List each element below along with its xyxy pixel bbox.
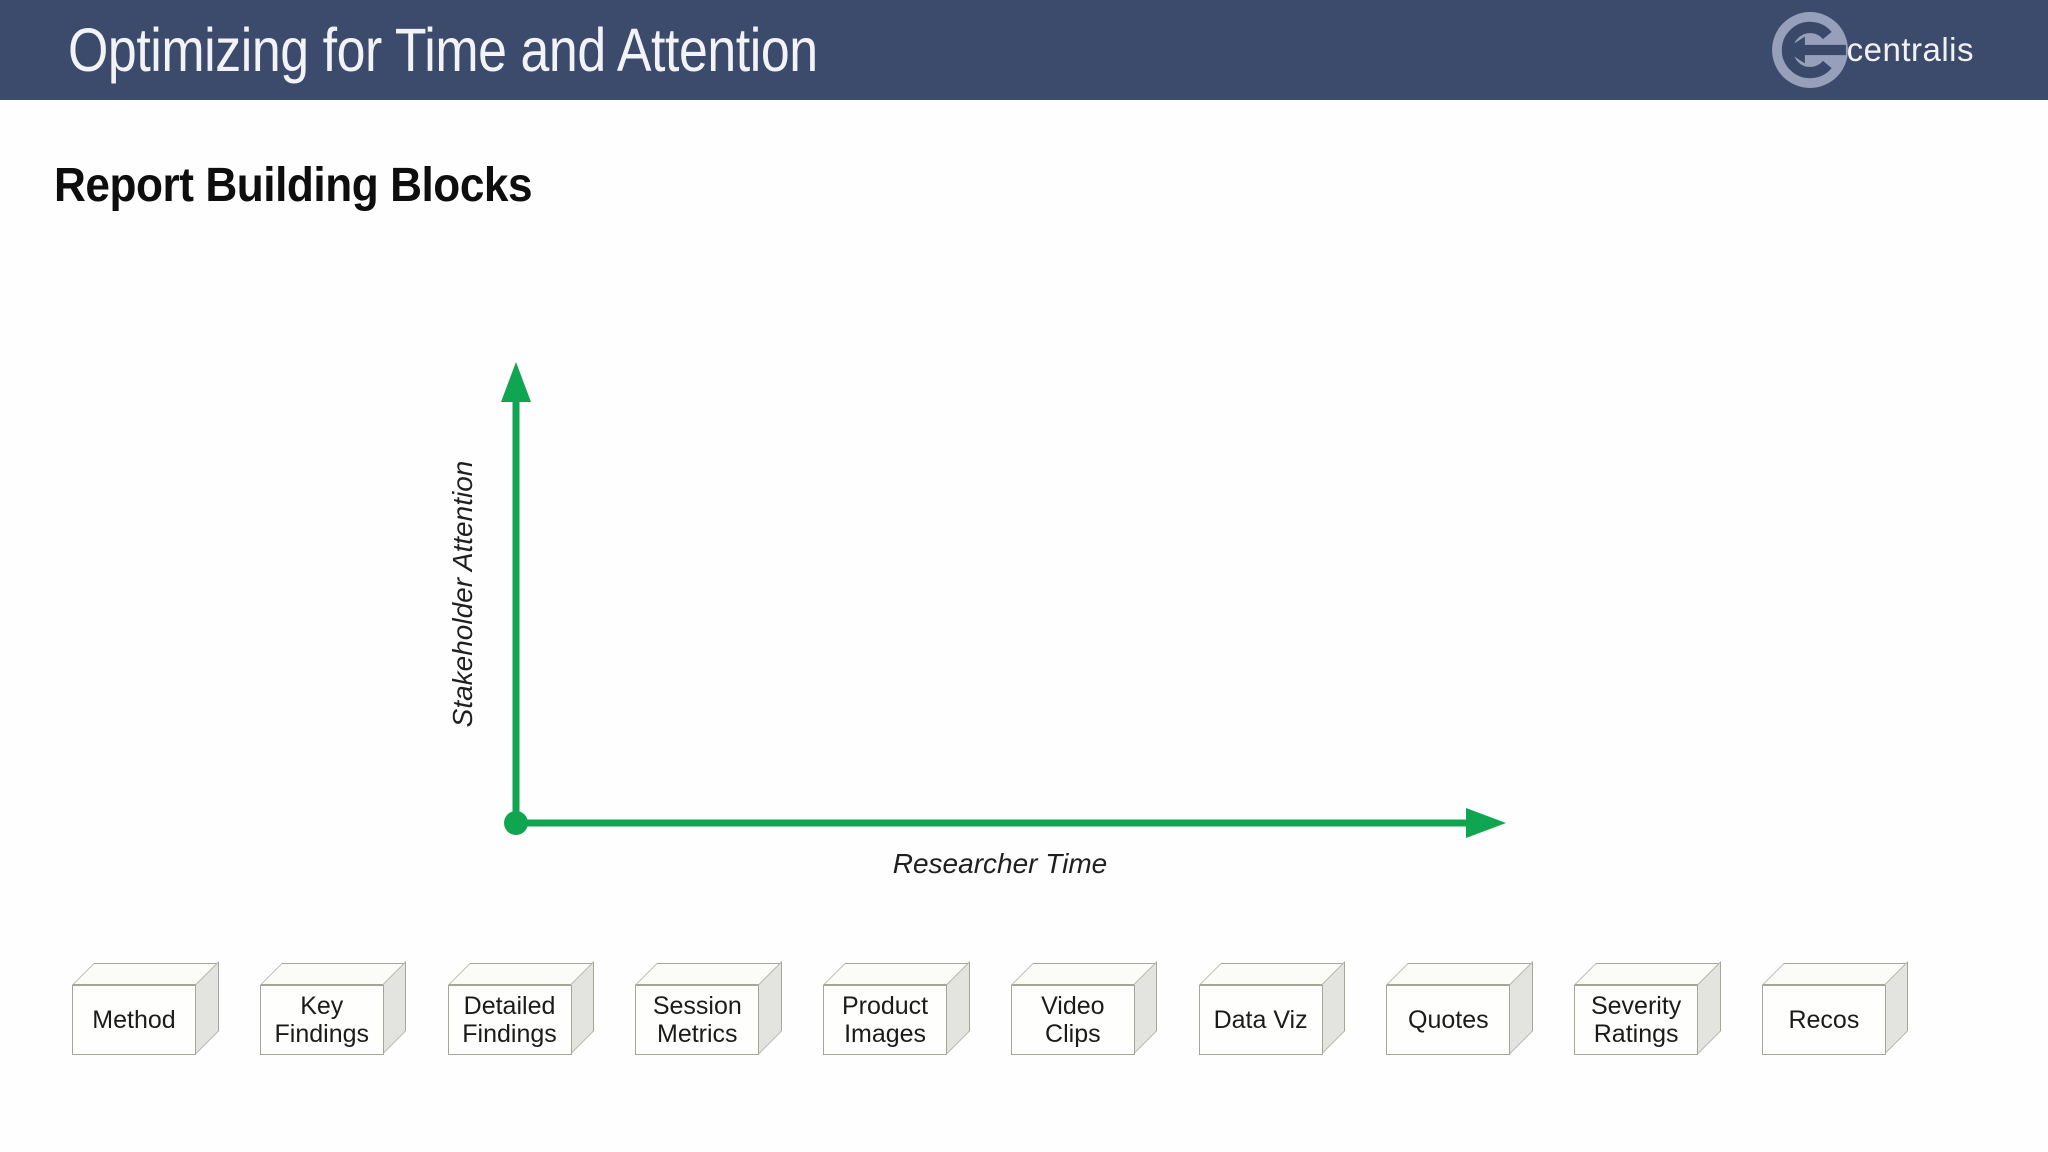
building-blocks-row: Method Key Findings Detailed Findings Se… — [72, 961, 1910, 1055]
block-front-face — [823, 985, 948, 1055]
block-label: Product Images — [841, 991, 929, 1049]
block-front-face — [447, 985, 572, 1055]
slide-title: Optimizing for Time and Attention — [68, 16, 818, 84]
slide-header: Optimizing for Time and Attention centra… — [0, 0, 2048, 100]
block-label: Data Viz — [1213, 1005, 1308, 1034]
block-key-findings: Key Findings — [259, 961, 408, 1055]
origin-point — [504, 811, 528, 835]
page-title: Report Building Blocks — [54, 159, 533, 212]
y-axis-label: Stakeholder Attention — [447, 460, 478, 728]
block-front-face — [1574, 985, 1699, 1055]
x-axis-arrowhead — [1466, 808, 1506, 838]
y-axis-arrowhead — [501, 362, 531, 402]
block-quotes: Quotes — [1386, 961, 1534, 1055]
block-label: Key Findings — [274, 991, 370, 1049]
block-video-clips: Video Clips — [1010, 961, 1159, 1055]
block-front-face — [1010, 985, 1135, 1055]
block-top-face — [72, 963, 218, 985]
block-severity-ratings: Severity Ratings — [1574, 961, 1722, 1055]
block-label: Session Metrics — [652, 991, 742, 1049]
block-detailed-findings: Detailed Findings — [447, 961, 596, 1055]
block-method: Method — [72, 961, 220, 1055]
block-label: Severity Ratings — [1590, 991, 1682, 1049]
block-label: Quotes — [1408, 1005, 1489, 1034]
block-front-face — [1198, 985, 1323, 1055]
block-front-face — [72, 985, 196, 1055]
block-product-images: Product Images — [823, 961, 971, 1055]
centralis-logo-icon — [1771, 12, 1848, 88]
block-label: Video Clips — [1041, 991, 1105, 1049]
block-recos: Recos — [1761, 961, 1910, 1055]
block-top-face — [823, 963, 970, 985]
x-axis-label: Researcher Time — [892, 848, 1108, 879]
block-label: Method — [92, 1005, 176, 1034]
block-front-face — [1761, 985, 1886, 1055]
block-front-face — [1386, 985, 1511, 1055]
block-front-face — [635, 985, 760, 1055]
block-front-face — [259, 985, 384, 1055]
brand-name: centralis — [1846, 31, 1974, 68]
block-data-viz: Data Viz — [1198, 961, 1347, 1055]
block-label: Recos — [1788, 1005, 1860, 1034]
brand: centralis — [1770, 10, 1974, 90]
block-session-metrics: Session Metrics — [635, 961, 783, 1055]
block-label: Detailed Findings — [462, 991, 557, 1049]
block-top-face — [1574, 963, 1721, 985]
